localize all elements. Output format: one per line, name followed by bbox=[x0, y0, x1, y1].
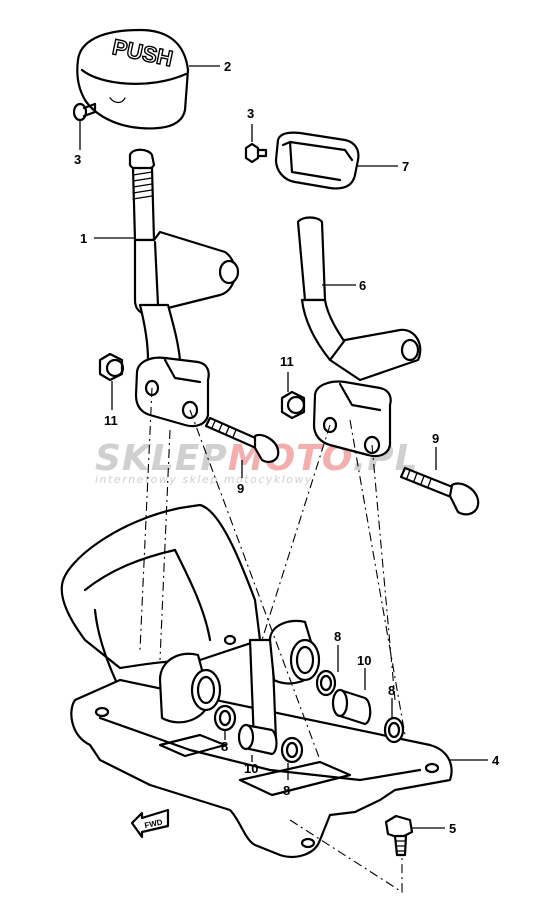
callout-3-right: 3 bbox=[247, 106, 254, 121]
callout-9-left: 9 bbox=[237, 481, 244, 496]
part-bolt-left bbox=[204, 416, 280, 464]
callout-6: 6 bbox=[359, 278, 366, 293]
part-screw-left bbox=[72, 102, 97, 122]
callout-1: 1 bbox=[80, 231, 87, 246]
part-bolt-right bbox=[399, 466, 480, 516]
part-knob: PUSH bbox=[76, 28, 190, 130]
callout-11-left: 11 bbox=[104, 413, 118, 428]
part-washer-4 bbox=[280, 736, 304, 764]
callout-4: 4 bbox=[492, 753, 500, 768]
part-shift-lever bbox=[128, 148, 240, 428]
part-bushing-1 bbox=[331, 688, 372, 726]
callout-8-c: 8 bbox=[221, 739, 228, 754]
callout-9-right: 9 bbox=[432, 431, 439, 446]
part-base-plate bbox=[60, 503, 453, 858]
part-nut-right bbox=[280, 390, 306, 420]
part-screw-right bbox=[244, 142, 268, 164]
part-washer-1 bbox=[315, 669, 337, 697]
callout-5: 5 bbox=[449, 821, 456, 836]
part-cap bbox=[274, 131, 360, 190]
part-select-lever bbox=[296, 216, 422, 458]
callout-8-b: 8 bbox=[388, 683, 395, 698]
front-label: FWD bbox=[144, 818, 164, 831]
watermark-brand-a: SKLEP bbox=[95, 438, 228, 479]
callout-10-a: 10 bbox=[357, 653, 371, 668]
callout-10-b: 10 bbox=[244, 761, 258, 776]
callout-2: 2 bbox=[224, 59, 231, 74]
callout-8-d: 8 bbox=[283, 783, 290, 798]
part-nut-left bbox=[98, 352, 125, 382]
callout-8-a: 8 bbox=[334, 629, 341, 644]
part-washer-2 bbox=[383, 716, 405, 744]
part-bushing-2 bbox=[237, 723, 278, 756]
callouts: 2 3 3 7 1 6 11 11 9 9 8 10 8 8 10 8 4 5 bbox=[74, 59, 500, 836]
callout-11-right: 11 bbox=[280, 354, 294, 369]
leader-lines bbox=[79, 65, 488, 829]
watermark-tagline: internetowy sklep motocyklowy bbox=[95, 473, 313, 486]
assembly-lines bbox=[139, 387, 406, 894]
callout-3-left: 3 bbox=[74, 152, 81, 167]
front-arrow-icon: FWD bbox=[130, 808, 170, 839]
callout-7: 7 bbox=[402, 159, 409, 174]
part-washer-3 bbox=[213, 704, 237, 732]
part-bolt-base bbox=[384, 814, 414, 857]
